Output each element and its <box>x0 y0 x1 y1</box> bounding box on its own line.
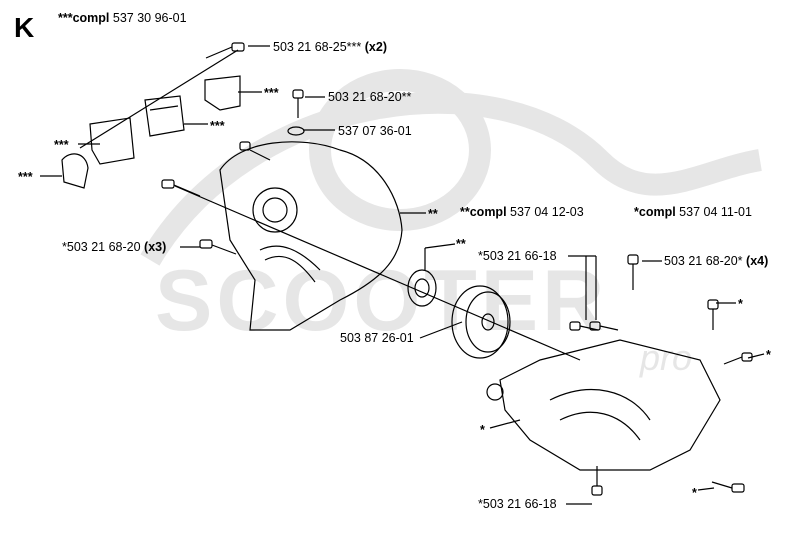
leader-bearing <box>424 243 456 249</box>
part-number: 503 21 68-25*** <box>273 40 362 54</box>
header-compl-3-number: 537 30 96-01 <box>112 11 187 25</box>
bolt-right1-part <box>707 299 719 330</box>
clip-mid-part <box>144 95 185 137</box>
marker-bolt-right1: * <box>738 297 743 311</box>
clip-far-left-part <box>61 153 89 189</box>
clutch-drum-part <box>451 285 511 359</box>
screw-mid-part-2 <box>589 321 619 331</box>
part-label-screw-mid: *503 21 66-18 <box>478 250 557 263</box>
screw-mid-part-1 <box>569 321 599 331</box>
marker-clip-left: *** <box>54 138 69 152</box>
assembly-axis <box>174 185 581 361</box>
part-label-screw-left: *503 21 68-20 (x3) <box>62 241 166 254</box>
part-label-clutch-drum: 503 87 26-01 <box>340 332 414 345</box>
bolt-top-left-part <box>205 42 245 59</box>
part-label-screw-top: 503 21 68-20** <box>328 91 411 104</box>
header-compl-3-prefix: ***compl <box>58 11 110 25</box>
leader-bolt-right2 <box>747 353 765 359</box>
part-number: *503 21 66-18 <box>478 497 557 511</box>
part-number: 503 87 26-01 <box>340 331 414 345</box>
screw-left-part <box>199 239 237 255</box>
marker-housing: ** <box>428 207 438 221</box>
watermark-text: SCOOTER <box>155 253 608 349</box>
part-qty: (x3) <box>144 240 167 254</box>
marker-clip-far-left: *** <box>18 170 33 184</box>
watermark <box>140 69 762 266</box>
lower-housing-part <box>486 339 721 471</box>
header-compl-2-prefix: **compl <box>460 205 507 219</box>
marker-clip-top: *** <box>264 86 279 100</box>
bolt-bottom-right-part <box>711 481 745 493</box>
screw-right-part <box>627 254 639 290</box>
part-number: 503 21 68-20* <box>664 254 743 268</box>
part-label-bolt-top-left: 503 21 68-25*** (x2) <box>273 41 387 54</box>
part-number: 537 07 36-01 <box>338 124 412 138</box>
bearing-part <box>407 269 437 307</box>
leader-lower-housing <box>489 419 521 429</box>
header-compl-1-prefix: *compl <box>634 205 676 219</box>
watermark-suffix: pro <box>639 337 692 378</box>
header-compl-2: **compl 537 04 12-03 <box>460 206 584 219</box>
part-label-screw-bottom: *503 21 66-18 <box>478 498 557 511</box>
screw-housing-2 <box>161 179 201 197</box>
header-compl-3: ***compl 537 30 96-01 <box>58 12 187 25</box>
bolt-right2-part <box>723 352 753 365</box>
screw-bottom-part <box>591 466 603 496</box>
header-compl-1-number: 537 04 11-01 <box>679 205 752 219</box>
clip-top-part <box>204 75 241 111</box>
clip-left-part <box>89 117 135 165</box>
marker-lower-housing: * <box>480 423 485 437</box>
part-number: 503 21 68-20** <box>328 90 412 104</box>
header-compl-2-number: 537 04 12-03 <box>510 205 584 219</box>
screw-top-part <box>292 89 304 118</box>
leader-bolt-bottom-right <box>697 487 715 491</box>
part-number: *503 21 68-20 <box>62 240 141 254</box>
part-label-screw-right: 503 21 68-20* (x4) <box>664 255 768 268</box>
header-compl-1: *compl 537 04 11-01 <box>634 206 752 219</box>
marker-bolt-right2: * <box>766 348 771 362</box>
leader-clutch-drum <box>419 321 463 339</box>
marker-bolt-bottom-right: * <box>692 486 697 500</box>
marker-clip-mid: *** <box>210 119 225 133</box>
part-label-washer: 537 07 36-01 <box>338 125 412 138</box>
washer-part <box>287 126 305 136</box>
marker-bearing: ** <box>456 237 466 251</box>
section-letter: K <box>14 12 35 43</box>
upper-housing-part <box>219 141 403 331</box>
part-qty: (x4) <box>746 254 769 268</box>
part-qty: (x2) <box>364 40 387 54</box>
part-number: *503 21 66-18 <box>478 249 557 263</box>
